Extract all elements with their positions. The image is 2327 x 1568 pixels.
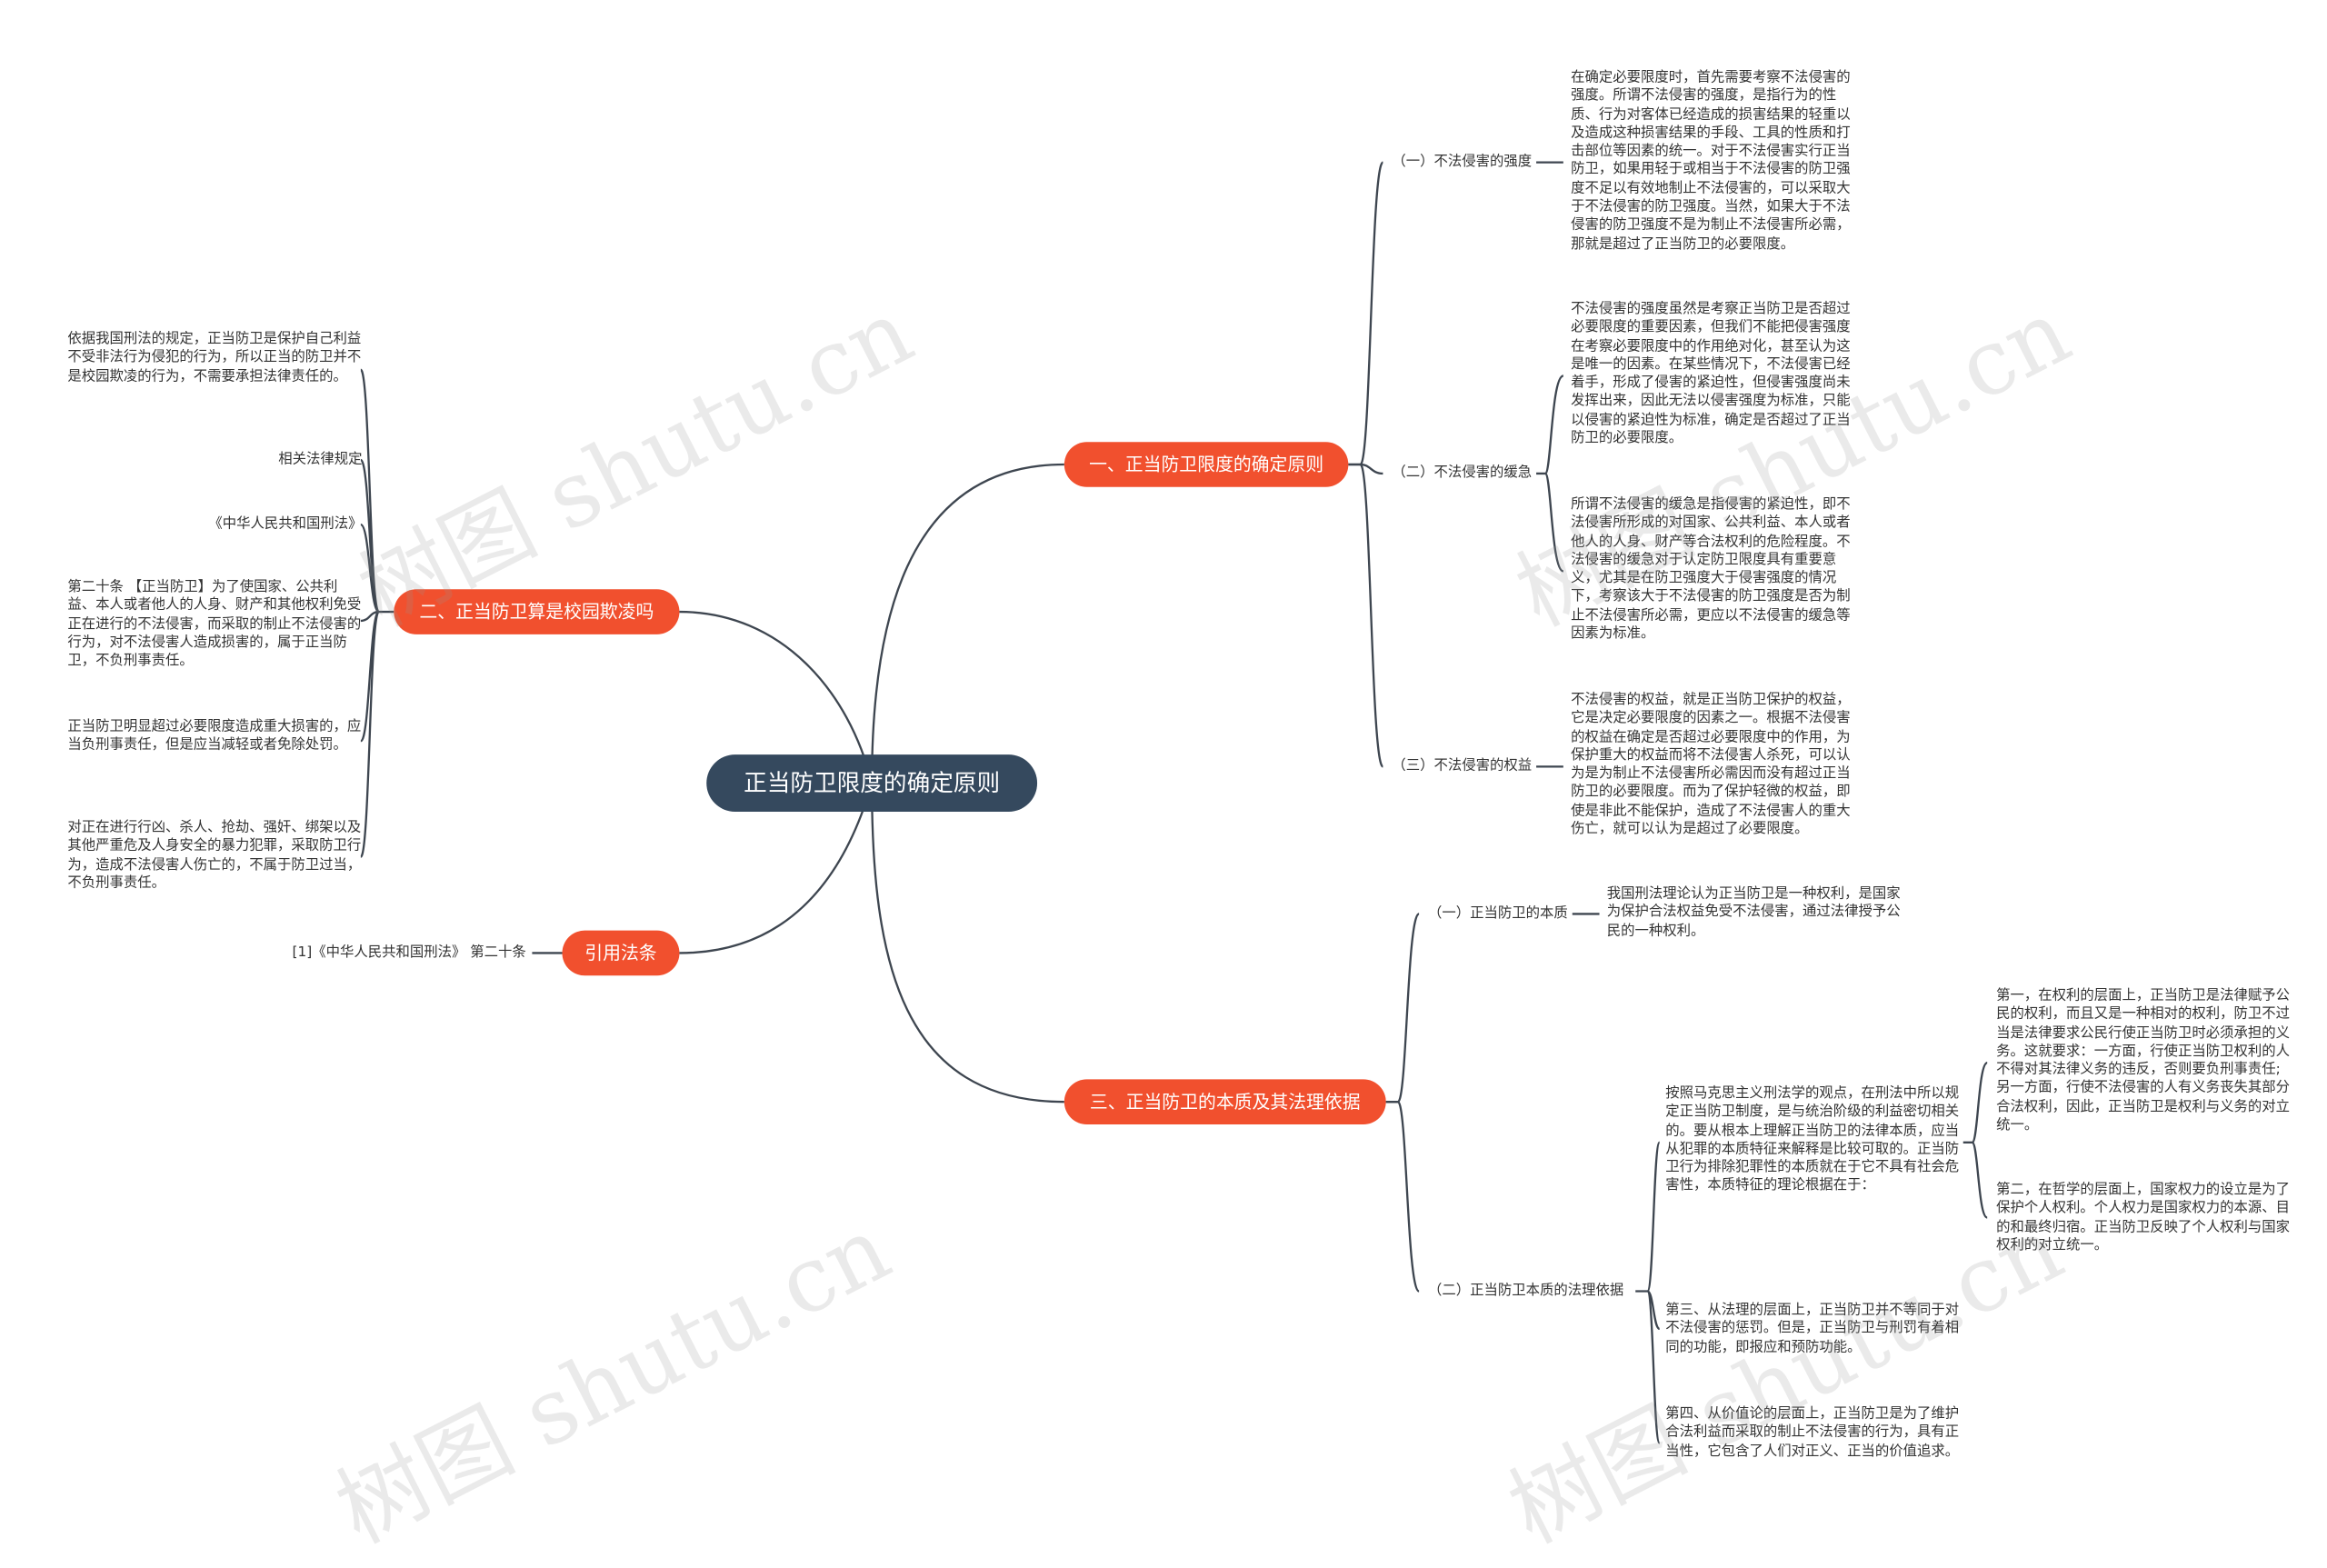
connector-root-b1	[870, 463, 1064, 784]
connector-intro-bracket	[1962, 1062, 1989, 1219]
b4-sub1-label[interactable]: （一）正当防卫的本质	[1428, 904, 1568, 922]
b1-sub1-label[interactable]: （一）不法侵害的强度	[1392, 153, 1533, 170]
b1-sub1-text: 在确定必要限度时，首先需要考察不法侵害的强度。所谓不法侵害的强度，是指行为的性质…	[1571, 69, 1851, 253]
b1-sub2-text-1: 不法侵害的强度虽然是考察正当防卫是否超过必要限度的重要因素，但我们不能把侵害强度…	[1571, 300, 1851, 447]
connector-b1-sub2	[1348, 463, 1383, 475]
connector-root-b2	[679, 610, 874, 784]
branch-2-node[interactable]: 二、正当防卫算是校园欺凌吗	[394, 589, 680, 634]
branch-4-node[interactable]: 三、正当防卫的本质及其法理依据	[1064, 1079, 1386, 1124]
connector-root-b3	[679, 783, 874, 954]
branch-1-node[interactable]: 一、正当防卫限度的确定原则	[1064, 442, 1349, 487]
b3-item-1: [1]《中华人民共和国刑法》 第二十条	[292, 944, 526, 961]
b2-item-3: 《中华人民共和国刑法》	[208, 515, 363, 533]
connector-lines	[359, 161, 1989, 1444]
connector-root-b4	[870, 783, 1064, 1104]
b4-sub2-point-2: 第二，在哲学的层面上，国家权力的设立是为了保护个人权利。个人权力是国家权力的本源…	[1996, 1181, 2290, 1254]
b2-item-4: 第二十条 【正当防卫】为了使国家、公共利益、本人或者他人的人身、财产和其他权利免…	[67, 578, 362, 670]
b2-item-2: 相关法律规定	[278, 451, 363, 468]
b2-item-1: 依据我国刑法的规定，正当防卫是保护自己利益不受非法行为侵犯的行为，所以正当的防卫…	[67, 330, 362, 385]
root-node[interactable]: 正当防卫限度的确定原则	[706, 754, 1038, 812]
b4-sub2-point-4: 第四、从价值论的层面上，正当防卫是为了维护合法利益而采取的制止不法侵害的行为，具…	[1665, 1405, 1960, 1460]
connector-b4-sub2	[1385, 1101, 1421, 1293]
connector-b2-bracket	[359, 368, 394, 858]
b4-sub2-point-3: 第三、从法理的层面上，正当防卫并不等同于对不法侵害的惩罚。但是，正当防卫与刑罚有…	[1665, 1302, 1960, 1355]
connector-sub2-bracket	[1536, 375, 1564, 573]
b1-sub3-text: 不法侵害的权益，就是正当防卫保护的权益，它是决定必要限度的因素之一。根据不法侵害…	[1571, 691, 1851, 838]
b4-sub1-text: 我国刑法理论认为正当防卫是一种权利，是国家为保护合法权益免受不法侵害，通过法律授…	[1606, 885, 1901, 939]
b4-sub2-point-1: 第一，在权利的层面上，正当防卫是法律赋予公民的权利，而且又是一种相对的权利，防卫…	[1996, 987, 2290, 1134]
b1-sub3-label[interactable]: （三）不法侵害的权益	[1392, 757, 1533, 774]
branch-3-node[interactable]: 引用法条	[562, 930, 680, 976]
connector-b1-sub3	[1348, 463, 1384, 768]
connector-b4-sub1	[1385, 913, 1421, 1104]
b2-item-6: 对正在进行行凶、杀人、抢劫、强奸、绑架以及其他严重危及人身安全的暴力犯罪，采取防…	[67, 819, 362, 892]
b1-sub2-label[interactable]: （二）不法侵害的缓急	[1392, 464, 1533, 482]
b4-sub2-intro: 按照马克思主义刑法学的观点，在刑法中所以规定正当防卫制度，是与统治阶级的利益密切…	[1665, 1084, 1960, 1194]
b4-sub2-label[interactable]: （二）正当防卫本质的法理依据	[1428, 1282, 1624, 1299]
connector-b4sub2-bracket	[1635, 1141, 1661, 1444]
mind-map: 正当防卫限度的确定原则 一、正当防卫限度的确定原则 二、正当防卫算是校园欺凌吗 …	[67, 69, 2290, 1564]
b2-item-5: 正当防卫明显超过必要限度造成重大损害的，应当负刑事责任，但是应当减轻或者免除处罚…	[67, 718, 362, 754]
b1-sub2-text-2: 所谓不法侵害的缓急是指侵害的紧迫性，即不法侵害所形成的对国家、公共利益、本人或者…	[1571, 495, 1851, 643]
connector-b1-sub1	[1348, 161, 1384, 466]
